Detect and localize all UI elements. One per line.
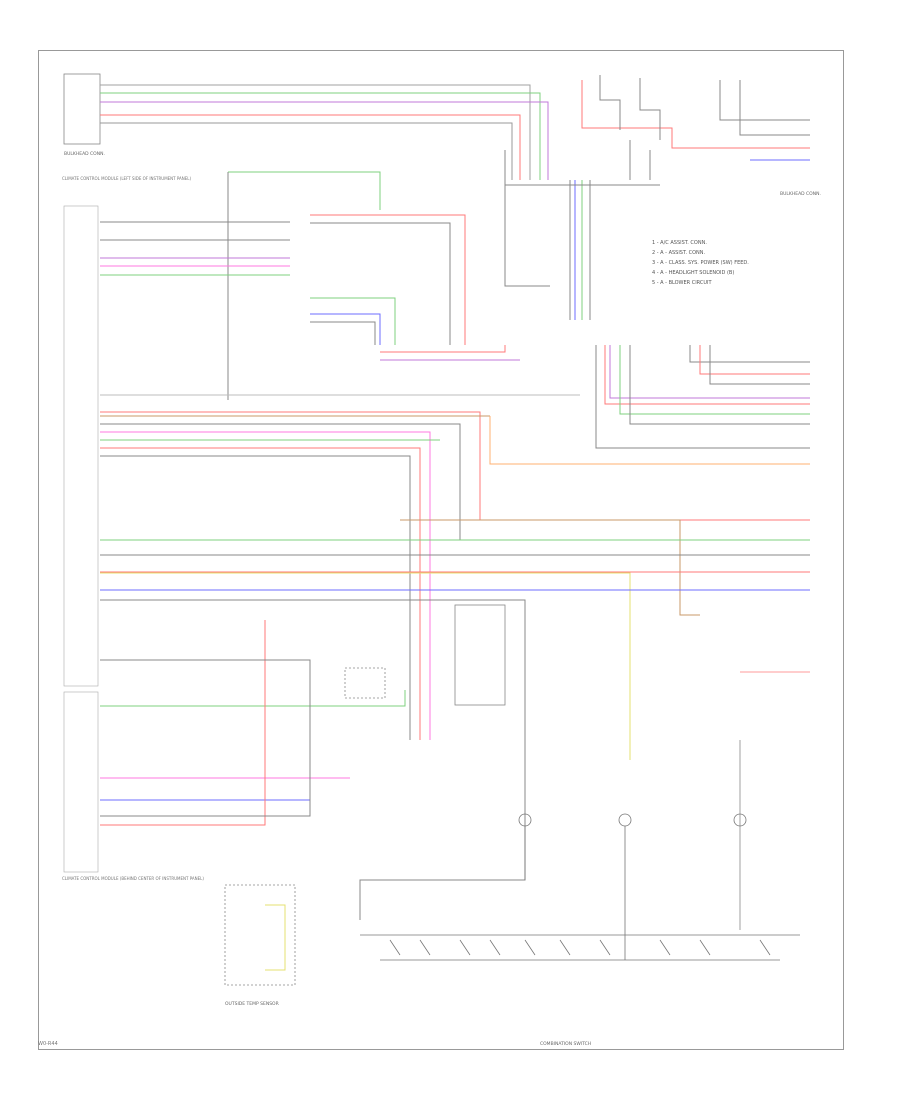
combination-switch-label: COMBINATION SWITCH: [540, 1041, 591, 1047]
switch-box-center: [344, 667, 386, 699]
svg-text:4 - A - HEADLIGHT SOLENOID (B): 4 - A - HEADLIGHT SOLENOID (B): [652, 270, 734, 276]
top-left-connector-box: [63, 73, 101, 145]
module-signal-wires: [100, 221, 810, 920]
right-bus-wires: [595, 345, 810, 449]
svg-text:5 - A - BLOWER CIRCUIT: 5 - A - BLOWER CIRCUIT: [652, 280, 713, 286]
top-right-connector-label: BULKHEAD CONN.: [780, 191, 821, 197]
top-left-wires: [100, 84, 549, 180]
svg-text:2 - A - ASSIST. CONN.: 2 - A - ASSIST. CONN.: [652, 250, 706, 256]
top-right-wires: [581, 75, 810, 180]
outside-temp-label: OUTSIDE TEMP SENSOR: [225, 1001, 279, 1007]
center-splice: [504, 150, 660, 320]
lamp-symbols: [518, 671, 810, 930]
left-module-bottom-label: CLIMATE CONTROL MODULE (BEHIND CENTER OF…: [62, 876, 204, 881]
outside-temp-wire: [265, 904, 286, 971]
svg-text:3 - A - CLASS. SYS. POWER (SW): 3 - A - CLASS. SYS. POWER (SW) FEED.: [652, 260, 749, 266]
lower-left-wires: [100, 620, 406, 826]
left-module-bottom-box: [63, 691, 99, 873]
diagram-frame: [38, 50, 844, 1050]
inner-switch-wires: [227, 171, 520, 400]
svg-text:1 - A/C ASSIST. CONN.: 1 - A/C ASSIST. CONN.: [652, 240, 707, 246]
legend: 1 - A/C ASSIST. CONN. 2 - A - ASSIST. CO…: [652, 240, 749, 286]
left-module-top-box: [63, 205, 99, 687]
top-left-connector-label: BULKHEAD CONN.: [64, 151, 105, 157]
left-module-top-label: CLIMATE CONTROL MODULE (LEFT SIDE OF INS…: [62, 176, 192, 181]
footer-code: W0-R44: [38, 1041, 58, 1047]
combination-switch: [360, 826, 800, 961]
switch-box-right: [454, 604, 506, 706]
outside-temp-box: [224, 884, 296, 986]
